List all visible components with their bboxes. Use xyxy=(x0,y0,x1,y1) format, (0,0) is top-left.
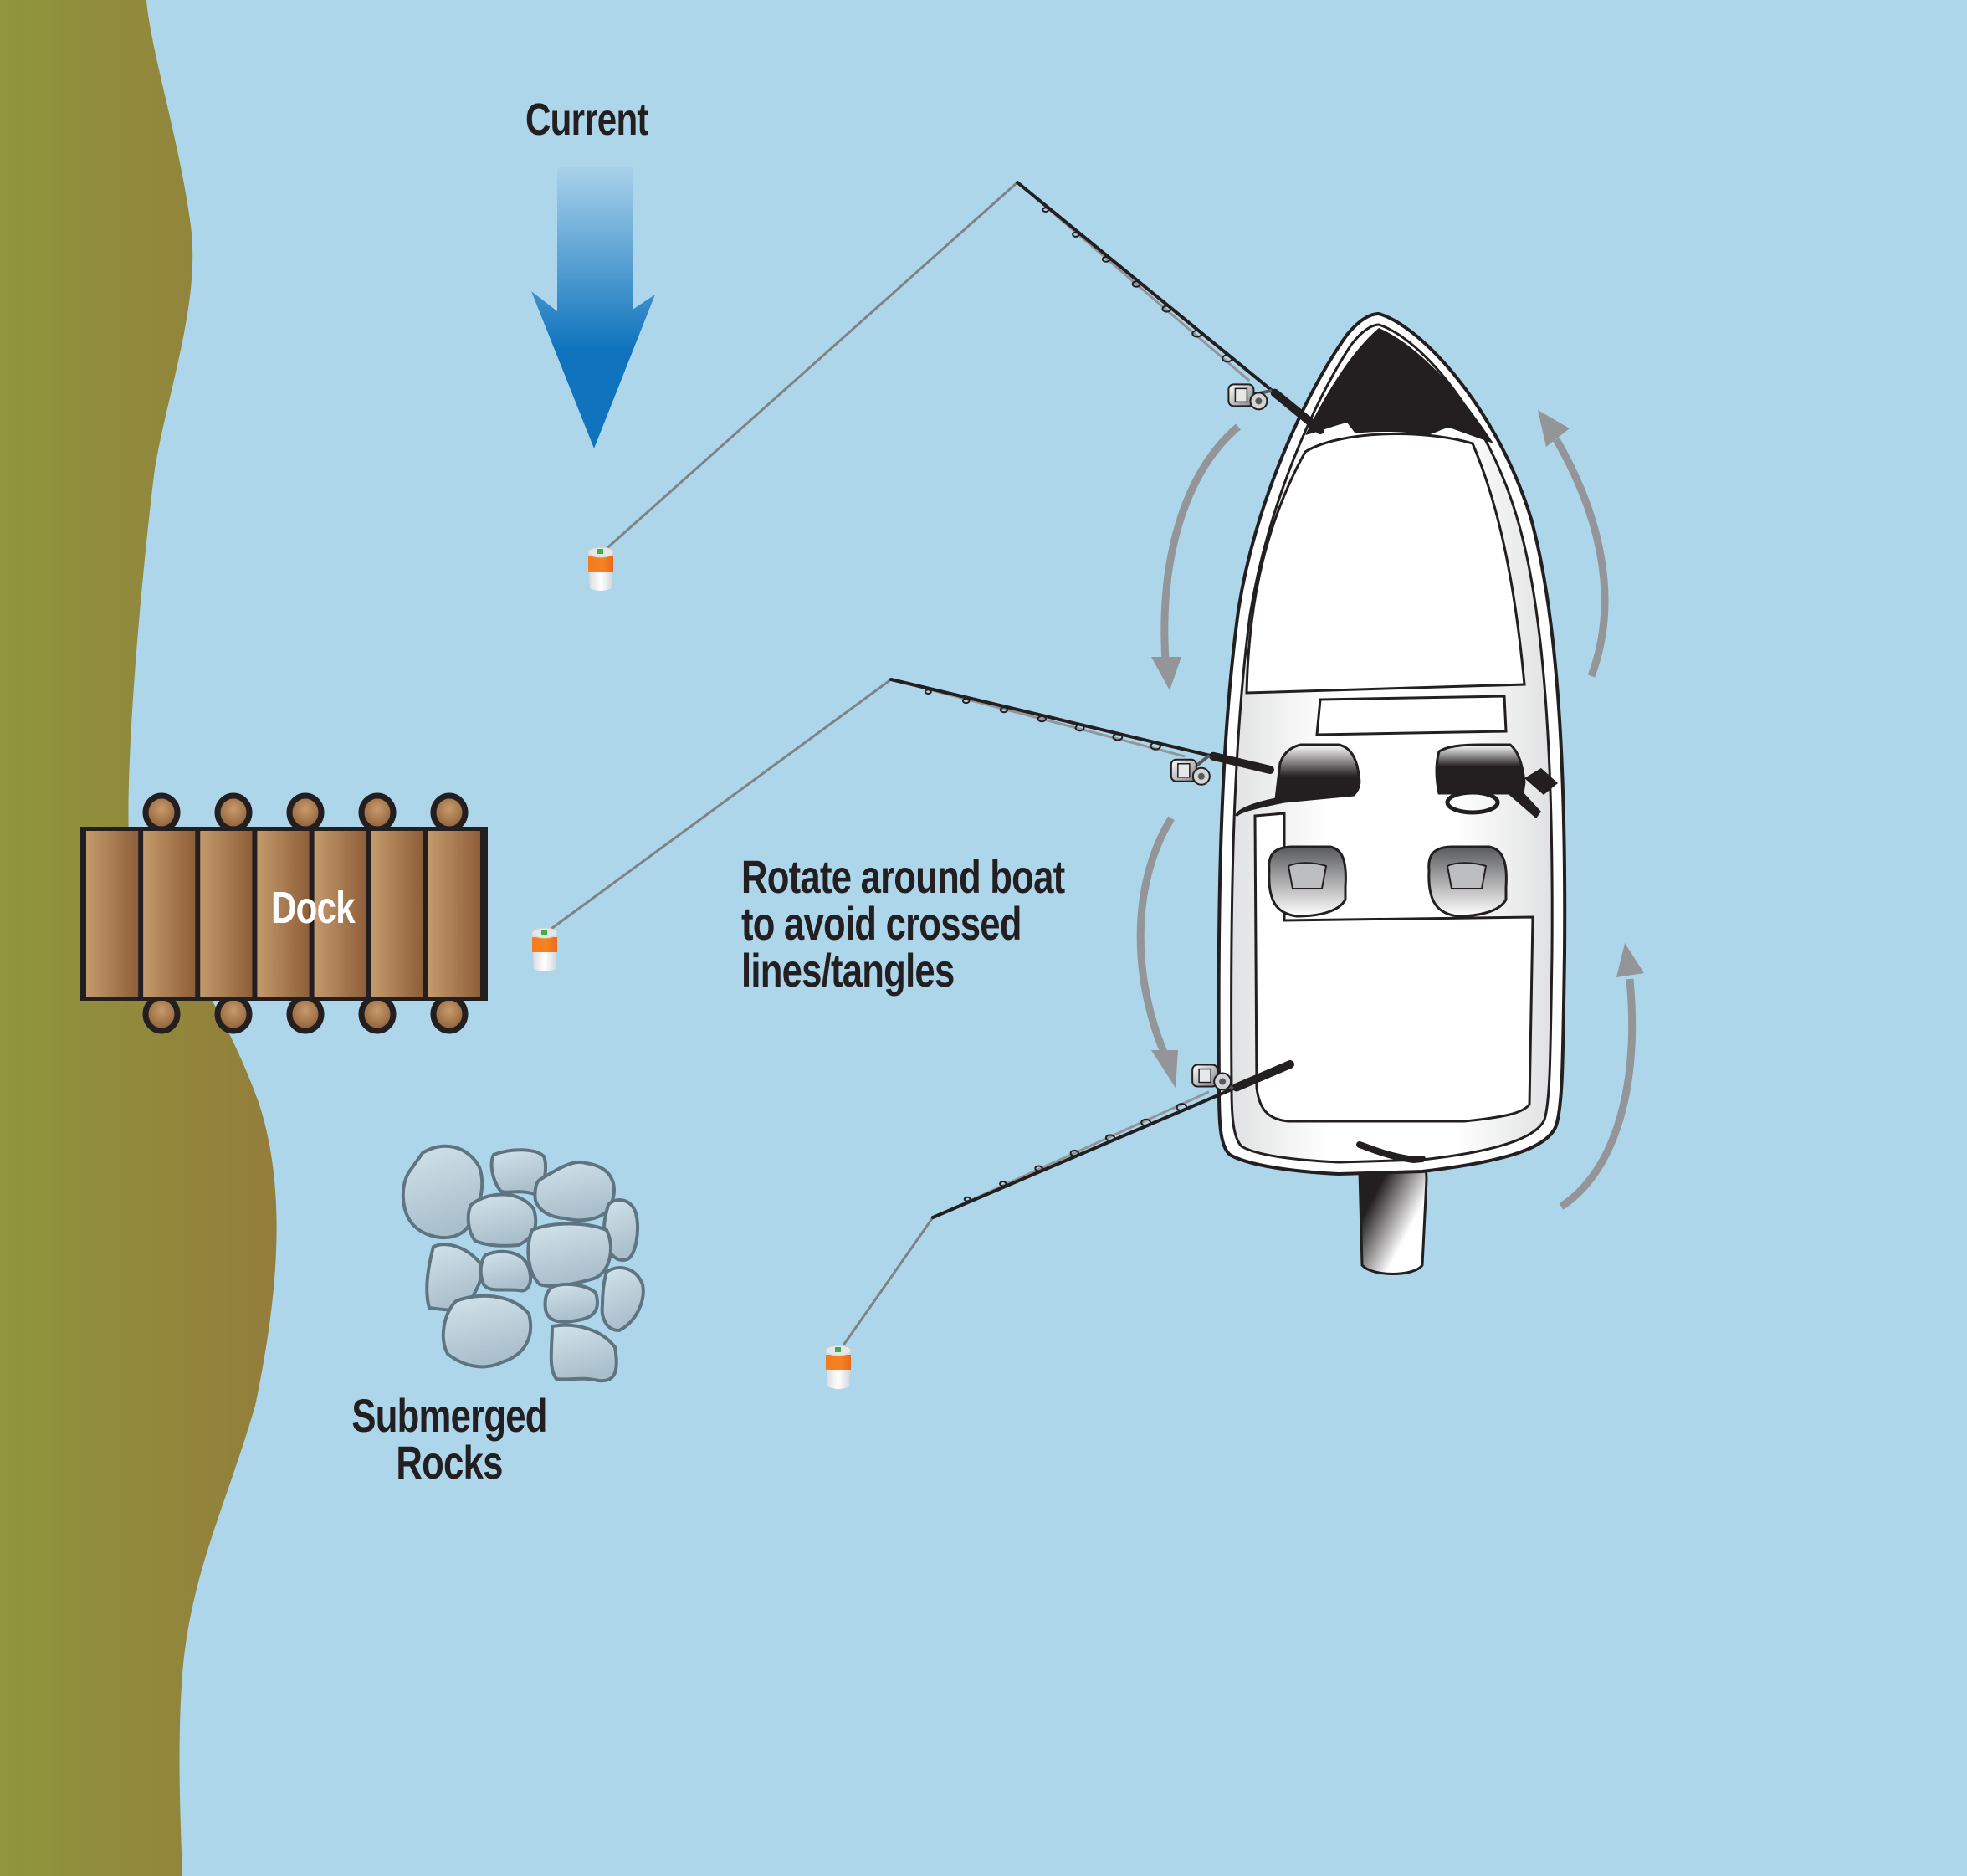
dock-post xyxy=(214,994,253,1034)
dock-plank xyxy=(257,831,310,997)
bobber xyxy=(531,927,558,971)
rod-guide xyxy=(1101,255,1111,263)
dock-post xyxy=(358,994,397,1034)
dock-post xyxy=(142,792,181,833)
current-arrow xyxy=(531,167,655,448)
rod-guide xyxy=(1131,280,1141,288)
throttle-handle xyxy=(1524,768,1558,795)
rod-guide xyxy=(1074,724,1085,732)
dock-plank xyxy=(86,831,139,997)
rock xyxy=(401,1144,484,1240)
passenger-seat-left xyxy=(1268,845,1347,918)
fishing-rod xyxy=(889,678,1274,786)
dock-plank xyxy=(428,831,480,997)
current-label: Current xyxy=(525,95,648,145)
rock xyxy=(479,1249,533,1293)
dock xyxy=(80,792,488,1034)
rod-guide xyxy=(1161,305,1172,313)
rod-handle xyxy=(1270,388,1324,434)
driver-console-right xyxy=(1435,743,1526,795)
rotation-arrow-up-upper xyxy=(1538,410,1609,678)
driver-console-left xyxy=(1235,743,1361,817)
rod-guide xyxy=(1034,1165,1043,1172)
boat xyxy=(1217,311,1567,1275)
dock-post xyxy=(286,994,325,1034)
rotation-arrow-down-lower xyxy=(1136,816,1178,1088)
rotate-instruction: Rotate around boat to avoid crossed line… xyxy=(741,850,1065,997)
bow-deck xyxy=(1305,328,1493,443)
submerged-rocks xyxy=(401,1144,645,1383)
rocks-label-line: Rocks xyxy=(396,1436,503,1489)
fishing-rod xyxy=(931,1060,1294,1219)
fishing-line xyxy=(602,181,1018,554)
rock xyxy=(600,1266,645,1333)
rod-guide xyxy=(1176,1103,1188,1112)
rod-guide xyxy=(1072,231,1080,238)
fishing-rod xyxy=(1016,181,1324,434)
spinning-reel xyxy=(1170,754,1211,786)
bobbers xyxy=(531,546,852,1389)
rock xyxy=(526,1222,612,1288)
rotate-instruction-line: lines/tangles xyxy=(741,944,955,997)
dock-post xyxy=(142,994,181,1034)
fishing-rods xyxy=(889,181,1324,1219)
rod-guide xyxy=(963,1196,971,1202)
rock xyxy=(466,1192,538,1248)
fishing-line xyxy=(839,1217,935,1350)
rock xyxy=(543,1282,599,1324)
dock-plank xyxy=(200,831,253,997)
dock-plank xyxy=(143,831,196,997)
rocks-label: Submerged Rocks xyxy=(341,1392,556,1486)
rotate-instruction-line: to avoid crossed xyxy=(741,897,1022,950)
rod-handle xyxy=(1209,751,1274,774)
rotation-arrows xyxy=(1136,410,1644,1210)
rod-guide xyxy=(999,1181,1007,1187)
rotation-arrow-up-lower xyxy=(1559,943,1644,1210)
rod-guide xyxy=(999,706,1009,714)
rotation-arrow-down-upper xyxy=(1151,423,1241,690)
dock-post xyxy=(430,994,469,1034)
rod-guide xyxy=(1037,715,1047,723)
rod-guide xyxy=(1112,732,1124,741)
fishing-lines xyxy=(548,181,1018,1350)
rock xyxy=(549,1323,618,1383)
rock xyxy=(533,1160,616,1222)
rocks-label-line: Submerged xyxy=(351,1389,547,1442)
rod-guide xyxy=(1042,207,1050,213)
dock-post xyxy=(214,792,253,833)
dock-plank xyxy=(314,831,366,997)
rod-guide xyxy=(1104,1134,1115,1142)
spinning-reel xyxy=(1191,1064,1234,1091)
rod-guide xyxy=(1191,329,1203,338)
rod-guide xyxy=(1222,354,1233,363)
rod-guide xyxy=(961,697,971,705)
rod-guide xyxy=(1069,1149,1079,1157)
throttle xyxy=(1504,778,1541,818)
rock xyxy=(602,1198,639,1262)
rod-handle xyxy=(1232,1060,1294,1092)
steering-wheel xyxy=(1445,790,1500,815)
rod-guide xyxy=(1150,741,1161,751)
spinning-reel xyxy=(1227,383,1273,411)
dock-post xyxy=(286,792,325,833)
rotate-instruction-line: Rotate around boat xyxy=(741,850,1065,903)
dock-post xyxy=(358,792,397,833)
dock-post xyxy=(430,792,469,833)
bobber xyxy=(825,1345,852,1389)
rock xyxy=(441,1294,533,1369)
dock-plank xyxy=(371,831,423,997)
rod-guide xyxy=(1140,1118,1152,1127)
dock-label: Dock xyxy=(271,883,356,933)
rod-guide xyxy=(924,689,932,695)
bobber xyxy=(587,546,614,591)
fishing-line xyxy=(548,678,892,932)
passenger-seat-right xyxy=(1427,845,1508,918)
